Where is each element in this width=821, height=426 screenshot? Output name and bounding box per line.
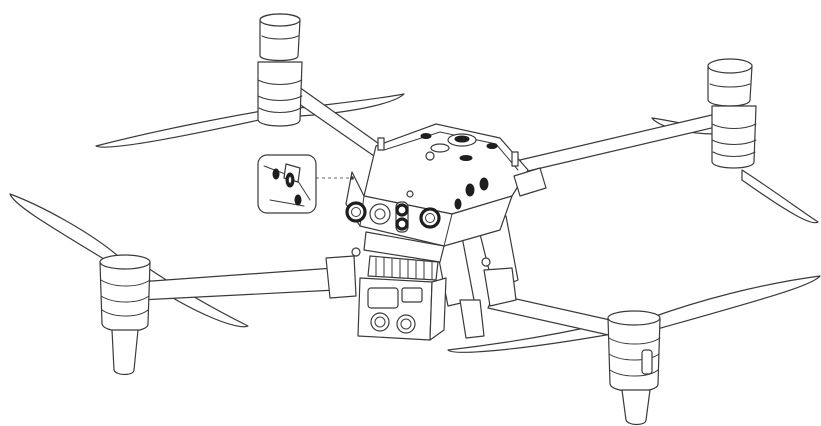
top-sensor (459, 155, 473, 161)
fuselage (345, 123, 547, 247)
top-sensor (486, 143, 498, 149)
side-sensor-ring (465, 183, 475, 197)
motor-body (99, 261, 151, 333)
side-sensor-ring (272, 168, 280, 180)
landing-leg (111, 329, 139, 376)
side-sensor-ring (479, 177, 489, 191)
camera-window (367, 287, 399, 309)
vision-sensor-ring (395, 217, 409, 231)
top-sensor (420, 133, 432, 139)
heatsink (367, 255, 439, 281)
motor-body (257, 61, 303, 127)
motor-rear-left (257, 13, 303, 127)
propeller-blade (9, 193, 119, 265)
propeller-blade (95, 109, 269, 148)
gimbal-mount (363, 231, 445, 263)
top-sensor (454, 135, 470, 143)
arm-rear-right (519, 113, 721, 173)
gimbal-payload (325, 231, 517, 341)
motor-front-right (607, 310, 661, 426)
side-sensor-ring (294, 194, 302, 206)
motor-front-left (99, 254, 151, 376)
arm-front-left (137, 267, 337, 301)
motor-cap-top (259, 13, 301, 27)
vision-sensor-ring (395, 203, 409, 217)
propeller-blade (649, 275, 821, 331)
propeller-blade (741, 169, 819, 224)
inset-detail-sensor (257, 154, 354, 214)
landing-leg (621, 389, 651, 426)
motor-rear-right (707, 58, 757, 169)
motor-body (711, 105, 757, 169)
motor-cap-top (707, 58, 753, 74)
propeller-blade (447, 321, 613, 353)
side-sensor-ring (454, 198, 462, 210)
camera-body (357, 277, 433, 341)
